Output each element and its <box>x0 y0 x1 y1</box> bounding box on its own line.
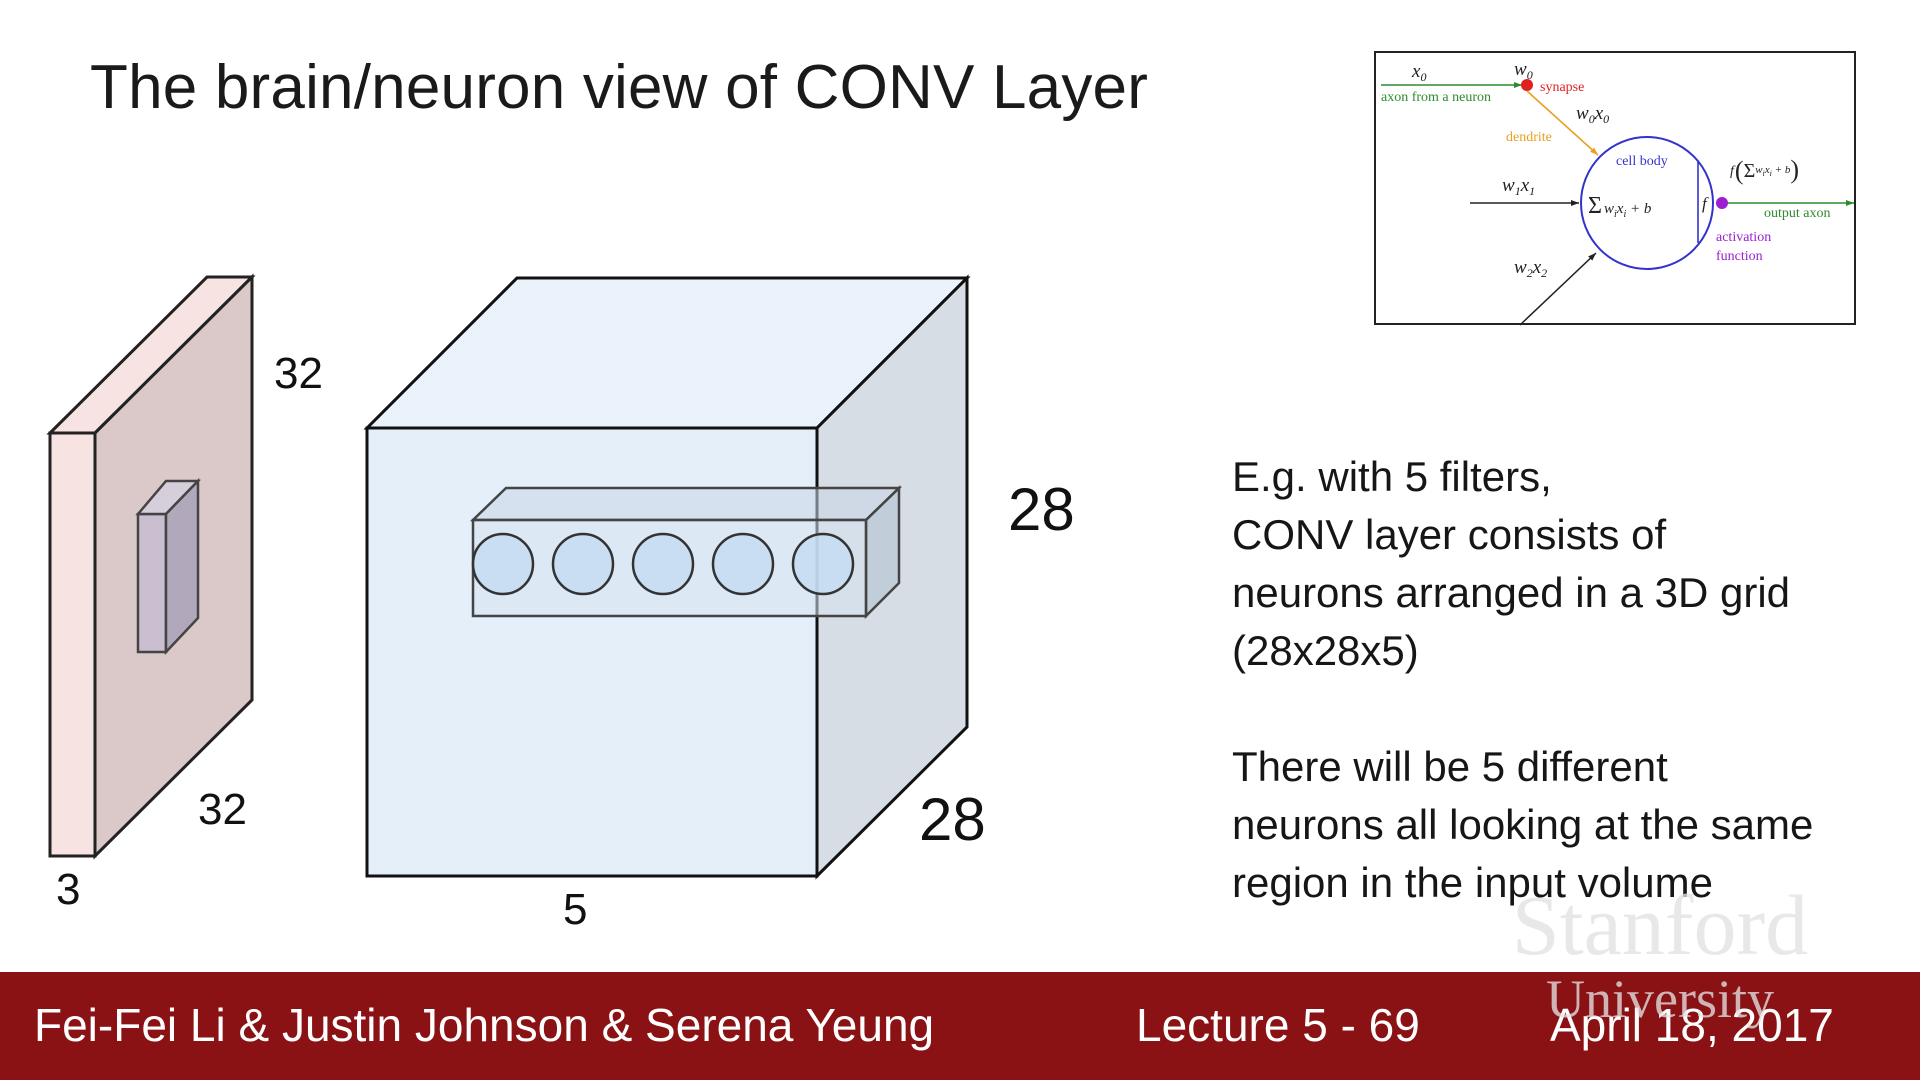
cell-body-label: cell body <box>1616 154 1668 169</box>
input-width-label: 32 <box>198 785 247 834</box>
dendrite-line <box>1526 90 1599 156</box>
neuron-circle <box>471 532 535 596</box>
paragraph-1-line-4: (28x28x5) <box>1232 627 1419 674</box>
paragraph-2-line-1: There will be 5 different <box>1232 743 1668 790</box>
input-volume <box>46 273 256 860</box>
paragraph-1-line-1: E.g. with 5 filters, <box>1232 453 1552 500</box>
axon-from-neuron-label: axon from a neuron <box>1381 90 1491 105</box>
receptive-field-side <box>164 477 200 656</box>
cell-body-circle <box>1580 136 1714 270</box>
f-symbol: f <box>1702 194 1709 213</box>
paragraph-1-line-3: neurons arranged in a 3D grid <box>1232 569 1791 616</box>
output-axon-label: output axon <box>1764 206 1831 221</box>
conv-volume-diagram: 32 32 3 28 28 5 <box>46 273 1075 934</box>
slide-title: The brain/neuron view of CONV Layer <box>90 53 1149 122</box>
paragraph-1-line-2: CONV layer consists of <box>1232 511 1667 558</box>
explanation-paragraph-2: There will be 5 different neurons all lo… <box>1232 738 1912 912</box>
activation-dot <box>1716 197 1728 209</box>
dendrite-label: dendrite <box>1506 130 1552 145</box>
output-width-label: 28 <box>919 786 986 853</box>
neuron-diagram-inset: x0 w0 synapse axon from a neuron w0x0 de… <box>1374 51 1856 326</box>
w2x2-arrow <box>1519 252 1597 326</box>
synapse-label: synapse <box>1540 80 1584 95</box>
x0-label: x0 <box>1411 61 1426 84</box>
footer-lecture-number: Lecture 5 - 69 <box>1136 999 1420 1051</box>
footer-authors: Fei-Fei Li & Justin Johnson & Serena Yeu… <box>34 999 935 1051</box>
output-volume <box>363 274 971 880</box>
input-depth-label: 3 <box>56 865 80 914</box>
neuron-circle <box>631 532 695 596</box>
f-output-expression: f(Σwixi + b) <box>1730 155 1799 185</box>
w2x2-label: w2x2 <box>1514 257 1547 280</box>
receptive-field-front <box>136 512 168 654</box>
input-height-label: 32 <box>274 349 323 398</box>
output-depth-label: 5 <box>563 885 587 934</box>
neuron-circle <box>711 532 775 596</box>
footer-date: April 18, 2017 <box>1550 999 1834 1051</box>
neuron-circle <box>551 532 615 596</box>
paragraph-2-line-3: region in the input volume <box>1232 859 1713 906</box>
activation-label-line2: function <box>1716 249 1763 264</box>
activation-label-line1: activation <box>1716 230 1771 245</box>
w1x1-label: w1x1 <box>1502 175 1535 198</box>
input-volume-front-face <box>48 431 97 858</box>
neuron-column-top <box>469 486 903 522</box>
neuron-circles <box>471 532 855 596</box>
w0-label: w0 <box>1514 59 1533 82</box>
neuron-circle <box>791 532 855 596</box>
paragraph-2-line-2: neurons all looking at the same <box>1232 801 1814 848</box>
synapse-dot <box>1521 79 1533 91</box>
neuron-diagram-svg: x0 w0 synapse axon from a neuron w0x0 de… <box>1381 59 1854 326</box>
footer-bar: Fei-Fei Li & Justin Johnson & Serena Yeu… <box>0 972 1920 1080</box>
explanation-paragraph-1: E.g. with 5 filters, CONV layer consists… <box>1232 448 1912 680</box>
w0x0-label: w0x0 <box>1576 103 1609 126</box>
explanation-text: E.g. with 5 filters, CONV layer consists… <box>1232 448 1912 912</box>
output-height-label: 28 <box>1008 476 1075 543</box>
